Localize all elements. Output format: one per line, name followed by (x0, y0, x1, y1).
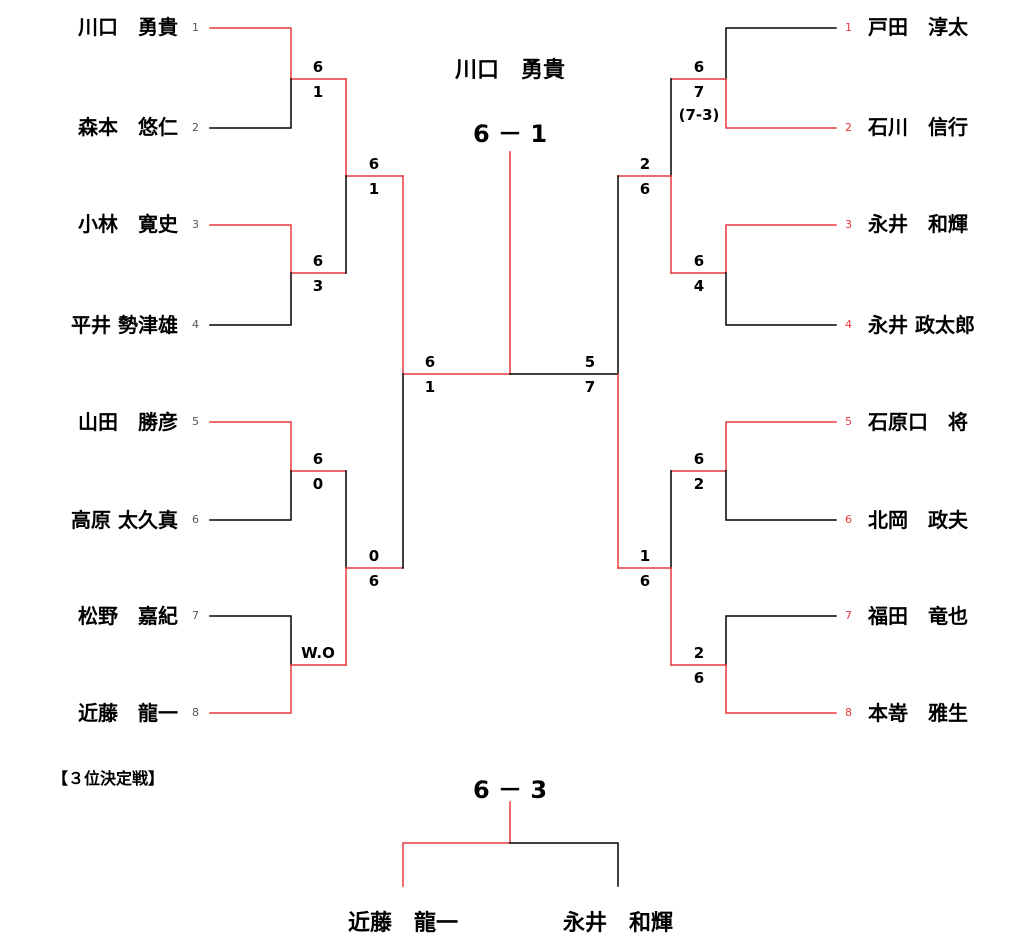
score-bottom: 0 (312, 475, 324, 493)
left-player-name: 小林 寛史 (78, 212, 178, 236)
champion-name: 川口 勇貴 (454, 58, 565, 83)
right-line-p2 (670, 78, 837, 129)
score-top: 6 (368, 155, 380, 173)
score-top: 6 (312, 58, 324, 76)
score-top: 1 (639, 547, 651, 565)
right-line-p7 (725, 615, 837, 666)
right-seed: 2 (845, 121, 852, 134)
final-score: 6 － 1 (472, 120, 548, 148)
right-player-name: 永井 政太郎 (868, 313, 975, 337)
score-top: 2 (639, 155, 651, 173)
right-line-r2d (617, 567, 672, 666)
score-top: 6 (424, 353, 436, 371)
score-bottom: 2 (693, 475, 705, 493)
left-line-p5 (209, 421, 347, 472)
right-seed: 3 (845, 218, 852, 231)
left-line-p7 (209, 615, 292, 666)
left-seed: 3 (192, 218, 199, 231)
left-player-name: 高原 太久真 (71, 508, 178, 532)
score-top: 0 (368, 547, 380, 565)
left-player-name: 松野 嘉紀 (78, 604, 178, 628)
left-seed: 6 (192, 513, 199, 526)
score-bottom: 7 (693, 83, 705, 101)
left-seed: 5 (192, 415, 199, 428)
third-place-score: 6 － 3 (472, 776, 548, 804)
right-line-p8 (670, 664, 837, 714)
score-bottom: 6 (693, 669, 705, 687)
third-place-label: 【３位決定戦】 (52, 769, 165, 788)
score-top: 6 (312, 450, 324, 468)
left-line-p1 (209, 27, 347, 80)
right-line-p5 (670, 421, 837, 472)
left-seed: 8 (192, 706, 199, 719)
score-top: 6 (312, 252, 324, 270)
right-player-name: 戸田 淳太 (868, 15, 968, 39)
right-seed: 7 (845, 609, 852, 622)
left-player-name: 山田 勝彦 (78, 410, 178, 434)
score-top: 5 (584, 353, 596, 371)
left-line-p8 (209, 664, 347, 714)
score-bottom: 6 (639, 572, 651, 590)
right-player-name: 永井 和輝 (868, 212, 968, 236)
score-bottom: 4 (693, 277, 705, 295)
score-bottom: 3 (312, 277, 324, 295)
right-seed: 5 (845, 415, 852, 428)
right-seed: 4 (845, 318, 852, 331)
left-line-p6 (209, 470, 292, 521)
right-line-p6 (725, 470, 837, 521)
right-line-p3 (670, 224, 837, 274)
right-seed: 6 (845, 513, 852, 526)
score-bottom: 6 (368, 572, 380, 590)
left-line-p3 (209, 224, 347, 274)
right-player-name: 石原口 将 (868, 410, 968, 434)
score-walkover: W.O (301, 644, 335, 662)
right-player-name: 北岡 政夫 (868, 508, 968, 532)
score-bottom: 1 (368, 180, 380, 198)
right-line-p4 (725, 272, 837, 326)
left-seed: 7 (192, 609, 199, 622)
right-player-name: 石川 信行 (868, 115, 968, 139)
right-player-name: 本嵜 雅生 (868, 701, 968, 725)
left-line-p2 (209, 78, 292, 129)
score-bottom: 6 (639, 180, 651, 198)
third-line-left (402, 842, 511, 887)
score-bottom: 1 (312, 83, 324, 101)
score-bottom: 1 (424, 378, 436, 396)
score-bottom: 7 (584, 378, 596, 396)
left-player-name: 平井 勢津雄 (71, 313, 178, 337)
right-seed: 1 (845, 21, 852, 34)
left-player-name: 森本 悠仁 (78, 115, 178, 139)
left-line-sfa (402, 175, 511, 375)
left-seed: 1 (192, 21, 199, 34)
left-player-name: 近藤 龍一 (78, 701, 178, 725)
right-line-r2b (617, 175, 672, 274)
score-top: 6 (693, 58, 705, 76)
left-player-name: 川口 勇貴 (78, 15, 178, 39)
left-line-p4 (209, 272, 292, 326)
third-place-left-name: 近藤 龍一 (347, 911, 458, 936)
left-seed: 2 (192, 121, 199, 134)
right-seed: 8 (845, 706, 852, 719)
score-top: 2 (693, 644, 705, 662)
score-top: 6 (693, 252, 705, 270)
right-player-name: 福田 竜也 (868, 604, 968, 628)
score-top: 6 (693, 450, 705, 468)
third-line-right (509, 842, 619, 887)
left-seed: 4 (192, 318, 199, 331)
third-place-right-name: 永井 和輝 (562, 911, 673, 936)
left-line-r2d (345, 567, 404, 666)
score-tiebreak: (7-3) (678, 106, 720, 124)
right-line-p1 (725, 27, 837, 80)
